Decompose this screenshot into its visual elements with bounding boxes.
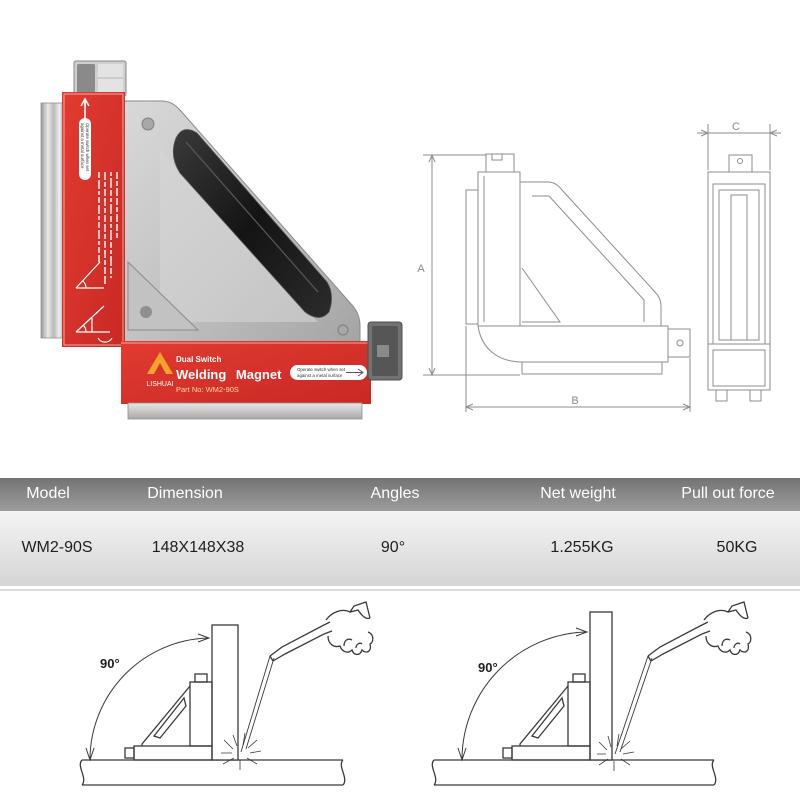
vertical-plate: [211, 624, 239, 761]
electrode: [240, 655, 275, 753]
part-number: Part No: WM2-90S: [176, 385, 239, 394]
dimension-c: [697, 124, 781, 170]
welder-hand: [647, 601, 752, 662]
header-net-weight: Net weight: [540, 485, 616, 502]
arrow-right-icon: [346, 368, 364, 377]
switch-note-pill: Operate switch when set against a metal …: [290, 365, 367, 380]
dimension-c-label: C: [732, 121, 740, 133]
angle-label-left: 90°: [100, 656, 120, 671]
section-divider: [0, 589, 800, 591]
product-photo: Operate switch when set against a metal …: [40, 60, 403, 420]
switch-note-line2: against a metal surface: [297, 373, 343, 378]
side-plate: [40, 102, 65, 339]
usage-diagram-right: [431, 601, 752, 786]
pipe: [431, 759, 717, 786]
label-title-small: Dual Switch: [176, 355, 221, 364]
dimension-a: [423, 153, 520, 377]
angle-arc: [461, 631, 586, 759]
switch-note-line1: Operate switch when set: [297, 367, 346, 372]
dimension-b-label: B: [571, 395, 578, 407]
label-title: Welding Magnet: [176, 367, 282, 382]
electrode: [614, 655, 653, 755]
cell-angles: 90°: [380, 539, 406, 556]
top-switch: [73, 60, 127, 97]
angle-icons: [75, 261, 113, 343]
header-angles: Angles: [370, 485, 420, 502]
magnet-outline: [124, 673, 213, 761]
header-dimension: Dimension: [147, 485, 223, 502]
cell-net-weight: 1.255KG: [550, 539, 614, 556]
pipe: [79, 759, 346, 786]
cell-dimension: 148X148X38: [151, 539, 245, 556]
angle-label-right: 90°: [478, 660, 498, 675]
instruction-text-lines: [98, 172, 118, 286]
vertical-label: [62, 92, 125, 347]
rubber-grip: [172, 129, 332, 318]
screw-hole-right: [337, 324, 349, 336]
screw-hole-top: [141, 117, 155, 131]
side-note-pill: Operate switch when set against a metal …: [79, 118, 91, 180]
logo-text: LISHUAI: [146, 381, 173, 388]
spec-table-header: Model Dimension Angles Net weight Pull o…: [0, 478, 800, 511]
header-model: Model: [26, 485, 70, 502]
right-switch: [367, 321, 403, 381]
inner-triangle-hole: [140, 306, 152, 318]
usage-diagram-left: [79, 601, 374, 786]
side-note-line1: Operate switch when set: [85, 123, 90, 172]
cell-model: WM2-90S: [21, 539, 93, 556]
magnet-outline: [502, 673, 591, 761]
side-note-line2: against a metal surface: [80, 123, 85, 169]
angle-arc: [89, 637, 208, 759]
dimension-b: [464, 326, 692, 412]
arrow-up-icon: [80, 97, 90, 118]
sparks: [597, 733, 635, 771]
cell-pull-out-force: 50KG: [716, 539, 758, 556]
brand-logo: LISHUAI: [146, 352, 174, 388]
technical-drawing: [423, 124, 781, 412]
sparks: [221, 732, 262, 770]
grip-highlight: [185, 141, 319, 293]
welder-hand: [269, 601, 374, 662]
dimension-a-label: A: [417, 263, 425, 275]
table-row: WM2-90S 148X148X38 90° 1.255KG 50KG: [0, 511, 800, 586]
header-pull-out-force: Pull out force: [681, 485, 775, 502]
front-view: [707, 154, 771, 402]
bottom-plate: [127, 402, 363, 420]
side-view: [465, 153, 691, 375]
